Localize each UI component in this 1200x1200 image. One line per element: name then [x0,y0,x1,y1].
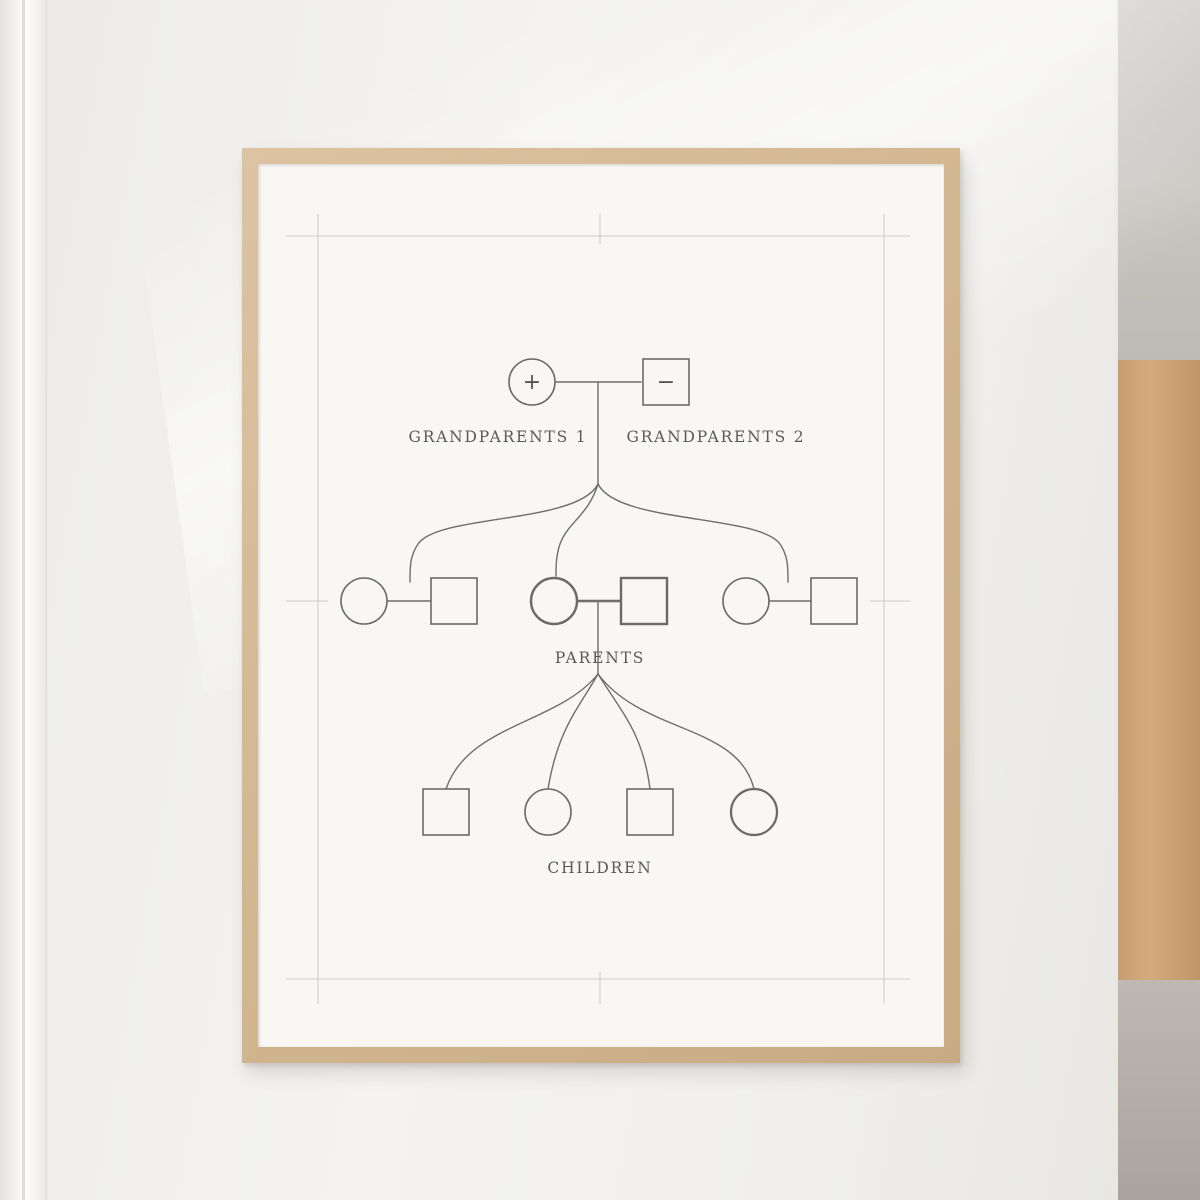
parent-circle-middle [529,576,579,626]
branch-child-2 [547,673,599,790]
branch-child-1 [445,673,599,790]
parent-circle-left [340,577,388,625]
connectors [386,381,812,790]
concrete-wall [1115,0,1200,360]
child-circle-4 [729,787,779,837]
label-parents: PARENTS [555,649,645,667]
child-square-1 [422,788,470,836]
print-paper: + − GRANDPARENTS 1 GRANDPARENTS 2 PARENT… [258,164,944,1047]
door-frame-groove [22,0,25,1200]
label-grandparents-1: GRANDPARENTS 1 [409,428,588,446]
parents-row [340,576,858,626]
children-row [422,787,779,837]
branch-child-4 [597,673,755,790]
grandparent-female-symbol [508,358,556,406]
child-square-3 [626,788,674,836]
parent-square-middle [619,576,669,626]
parent-circle-right [722,577,770,625]
child-circle-2 [524,788,572,836]
floor [1115,980,1200,1200]
grandparents-row [508,358,690,406]
plus-sign: + [523,370,541,395]
parent-square-right [810,577,858,625]
picture-frame: + − GRANDPARENTS 1 GRANDPARENTS 2 PARENT… [242,148,960,1063]
family-tree-diagram: + − GRANDPARENTS 1 GRANDPARENTS 2 PARENT… [286,214,910,1004]
wall-edge [1115,0,1118,1200]
crop-guides [286,214,910,1004]
parent-square-left [430,577,478,625]
branch-middle-couple [555,483,599,577]
branch-left-couple [409,483,599,583]
label-grandparents-2: GRANDPARENTS 2 [627,428,806,446]
wood-panel [1115,360,1200,980]
label-children: CHILDREN [547,859,652,877]
minus-sign: − [657,370,675,395]
branch-child-3 [597,673,651,790]
branch-right-couple [597,483,789,583]
grandparent-male-symbol [642,358,690,406]
door-frame [0,0,47,1200]
